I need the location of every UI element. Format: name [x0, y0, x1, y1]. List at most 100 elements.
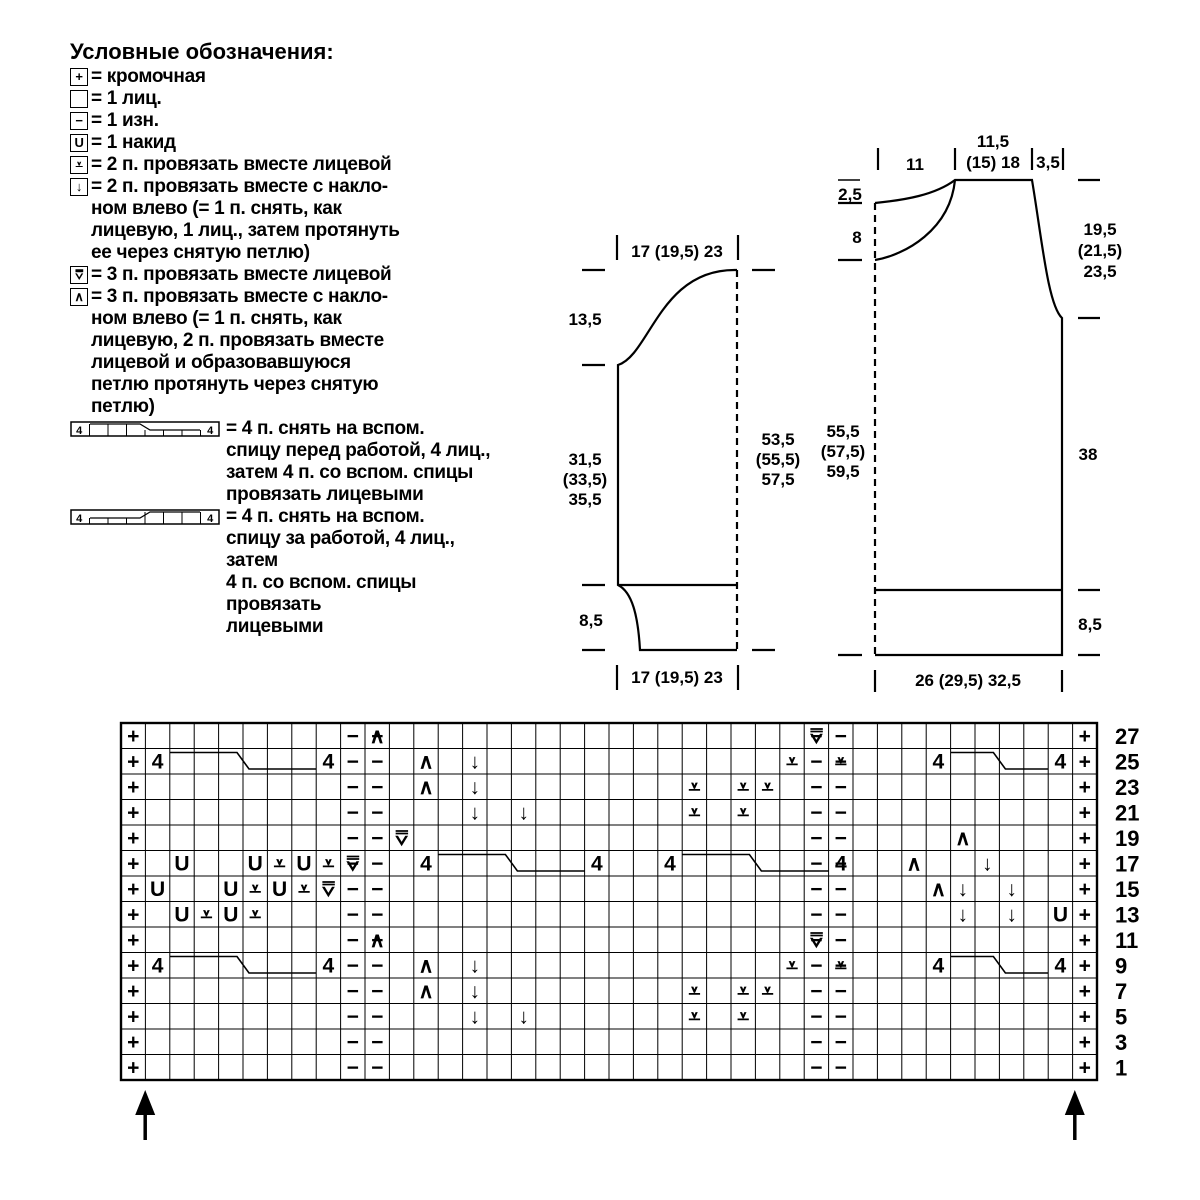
front-neck-curve [874, 179, 957, 262]
ssk-icon: ↓ [518, 1005, 529, 1028]
purl-stitch-icon: − [810, 1056, 822, 1079]
row-label: 19 [1115, 826, 1139, 851]
k2tog-icon: ⩡ [249, 903, 261, 926]
edge-stitch-icon: + [1079, 725, 1091, 748]
yarn-over-icon: U [223, 903, 238, 926]
row-label: 27 [1115, 724, 1139, 749]
legend-item: U= 1 накид [70, 132, 510, 154]
purl-stitch-icon: − [835, 878, 847, 901]
ssk-icon: ↓ [1006, 903, 1017, 926]
yarn-over-icon: U [174, 903, 189, 926]
row-label: 3 [1115, 1030, 1127, 1055]
k2tog-icon: ⩡ [737, 980, 749, 1003]
knit-stitch-icon [70, 90, 88, 108]
cable-number: 4 [420, 852, 432, 875]
edge-stitch-icon: + [127, 776, 139, 799]
k2tog-icon: ⩡ [835, 954, 847, 977]
k2tog-icon: ⩡ [737, 801, 749, 824]
cable-cross-line [169, 955, 317, 974]
k2tog-icon: ⩡ [70, 156, 88, 174]
k2tog-icon: ⩡ [298, 878, 310, 901]
purl-stitch-icon: − [347, 929, 359, 952]
cable-cross-line [950, 955, 1049, 974]
purl-stitch-icon: − [835, 1056, 847, 1079]
body-armhole-height: 23,5 [1083, 262, 1116, 281]
body-total-height: 55,5 [826, 422, 859, 441]
row-label: 7 [1115, 979, 1127, 1004]
row-label: 5 [1115, 1004, 1127, 1029]
edge-stitch-icon: + [127, 929, 139, 952]
legend-item-text: = 2 п. провязать вместе лицевой [91, 154, 392, 175]
legend-item: ∧= 3 п. провязать вместе с накло- ном вл… [70, 286, 510, 418]
cable-number: 4 [1055, 954, 1067, 977]
purl-stitch-icon: − [835, 827, 847, 850]
row-label: 15 [1115, 877, 1139, 902]
row-label: 1 [1115, 1055, 1127, 1080]
purl-stitch-icon: − [810, 750, 822, 773]
cable-number: 4 [323, 750, 335, 773]
edge-stitch-icon: + [70, 68, 88, 86]
ssk-icon: ↓ [958, 903, 969, 926]
purl-stitch-icon: − [371, 725, 383, 748]
edge-stitch-icon: + [1079, 954, 1091, 977]
ssk-icon: ↓ [470, 954, 481, 977]
cable-number: 4 [207, 425, 214, 437]
legend-items: += кромочная= 1 лиц.−= 1 изн.U= 1 накид⩡… [70, 66, 510, 418]
cable-number: 4 [152, 954, 164, 977]
k2tog-icon: ⩡ [688, 980, 700, 1003]
sk2p-icon: ∧ [418, 750, 433, 773]
purl-stitch-icon: − [371, 1056, 383, 1079]
purl-stitch-icon: − [835, 852, 847, 875]
legend-item: ⩡= 2 п. провязать вместе лицевой [70, 154, 510, 176]
yarn-over-icon: U [223, 878, 238, 901]
row-label: 17 [1115, 851, 1139, 876]
row-label: 23 [1115, 775, 1139, 800]
edge-stitch-icon: + [1079, 852, 1091, 875]
body-neck-edge: 3,5 [1036, 153, 1060, 172]
edge-stitch-icon: + [127, 827, 139, 850]
edge-stitch-icon: + [1079, 929, 1091, 952]
purl-stitch-icon: − [371, 878, 383, 901]
cable-number: 4 [664, 852, 676, 875]
purl-stitch-icon: − [810, 725, 822, 748]
purl-stitch-icon: − [371, 980, 383, 1003]
ssk-icon: ↓ [518, 801, 529, 824]
purl-stitch-icon: − [371, 1005, 383, 1028]
body-neck-bottom: (15) 18 [966, 153, 1020, 172]
legend-item: −= 1 изн. [70, 110, 510, 132]
cable-number: 4 [591, 852, 603, 875]
edge-stitch-icon: + [1079, 980, 1091, 1003]
purl-stitch-icon: − [810, 1005, 822, 1028]
body-side-height: 38 [1079, 445, 1098, 464]
body-rib-height: 8,5 [1078, 615, 1102, 634]
purl-stitch-icon: − [835, 776, 847, 799]
edge-stitch-icon: + [127, 954, 139, 977]
yarn-over-icon: U [70, 134, 88, 152]
edge-stitch-icon: + [127, 1031, 139, 1054]
purl-stitch-icon: − [810, 980, 822, 1003]
k2tog-icon: ⩡ [274, 852, 286, 875]
yarn-over-icon: U [248, 852, 263, 875]
purl-stitch-icon: − [371, 1031, 383, 1054]
cable-cross-line [950, 751, 1049, 770]
sk2p-icon: ∧ [418, 980, 433, 1003]
purl-stitch-icon: − [835, 929, 847, 952]
k2tog-icon: ⩡ [688, 776, 700, 799]
k3tog-icon: ⩢ [321, 878, 335, 901]
sleeve-top-width: 17 (19,5) 23 [631, 242, 723, 261]
k3tog-icon: ⩢ [394, 827, 408, 850]
purl-stitch-icon: − [347, 725, 359, 748]
k2tog-icon: ⩡ [688, 801, 700, 824]
legend-item: = 1 лиц. [70, 88, 510, 110]
purl-stitch-icon: − [371, 827, 383, 850]
sk2p-icon: ∧ [931, 878, 946, 901]
edge-stitch-icon: + [1079, 1031, 1091, 1054]
cable-number: 4 [933, 750, 945, 773]
purl-stitch-icon: − [347, 827, 359, 850]
cable-number: 4 [835, 852, 847, 875]
k2tog-icon: ⩡ [200, 903, 212, 926]
sleeve-bottom-width: 17 (19,5) 23 [631, 668, 723, 687]
cable-cross-line [682, 853, 829, 872]
